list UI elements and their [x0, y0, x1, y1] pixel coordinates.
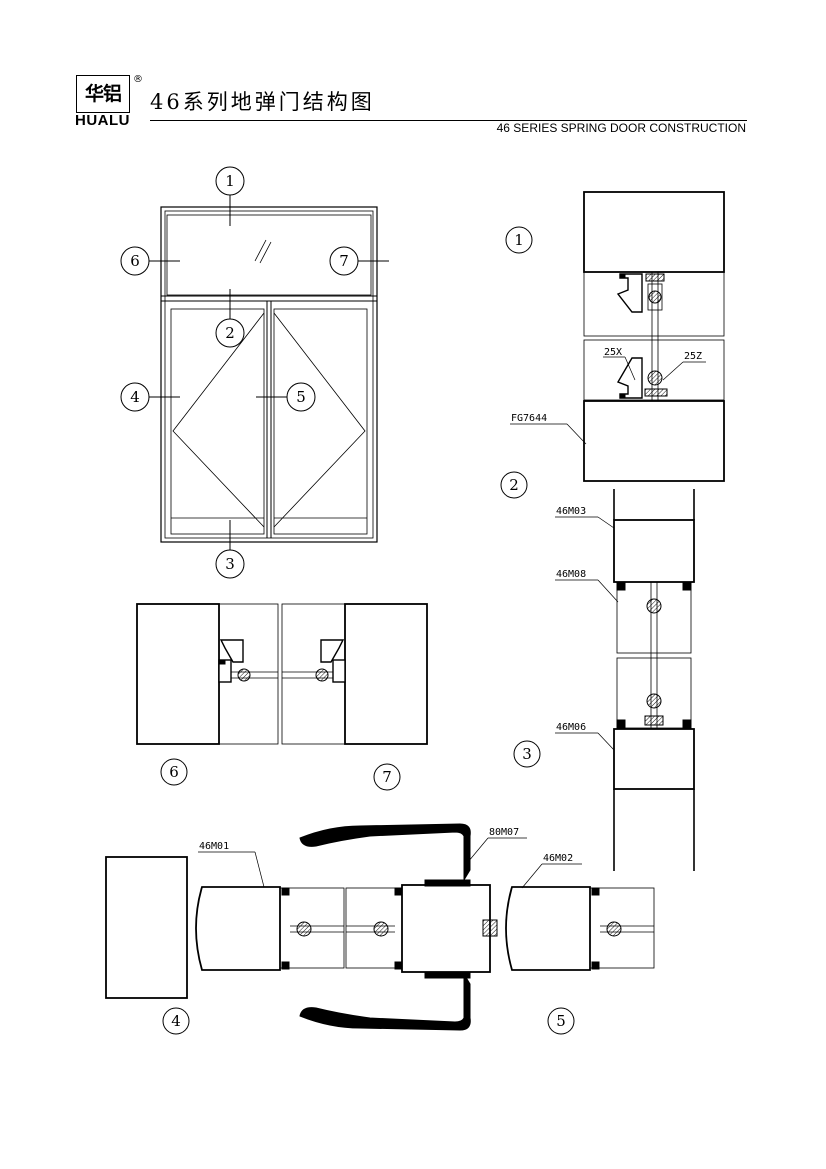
logo-text: HUALU	[75, 112, 130, 129]
callout-7: 7	[339, 252, 349, 270]
part-label-fg7644: FG7644	[511, 413, 547, 424]
registered-mark: ®	[133, 74, 143, 85]
hualu-logo: 华铝	[76, 75, 130, 113]
callout-4: 4	[130, 388, 140, 406]
section-label-4: 4	[171, 1012, 181, 1030]
callout-1: 1	[225, 172, 235, 190]
part-label-46m06: 46M06	[556, 722, 586, 733]
header-rule	[150, 120, 747, 121]
section-label-2: 2	[509, 476, 519, 494]
part-label-46m03: 46M03	[556, 506, 586, 517]
section-label-7: 7	[382, 768, 392, 786]
part-label-46m01: 46M01	[199, 841, 229, 852]
part-label-46m02: 46M02	[543, 853, 573, 864]
part-label-80m07: 80M07	[489, 827, 519, 838]
callout-3: 3	[225, 555, 235, 573]
section-label-1: 1	[514, 231, 524, 249]
section-transom	[500, 191, 725, 499]
section-label-6: 6	[169, 763, 179, 781]
callout-5: 5	[296, 388, 306, 406]
section-meeting-stiles	[105, 823, 655, 1035]
callout-2: 2	[225, 324, 235, 342]
part-label-46m08: 46M08	[556, 569, 586, 580]
page-subtitle: 46 SERIES SPRING DOOR CONSTRUCTION	[496, 121, 746, 135]
door-elevation	[120, 166, 389, 579]
section-vertical	[513, 489, 695, 871]
part-label-25x: 25X	[604, 347, 622, 358]
logo-glyph: 华铝	[84, 82, 122, 105]
section-label-5: 5	[556, 1012, 566, 1030]
callout-6: 6	[130, 252, 140, 270]
page-title: 46系列地弹门结构图	[150, 90, 375, 114]
section-side-jambs	[136, 603, 428, 791]
section-label-3: 3	[522, 745, 532, 763]
part-label-25z: 25Z	[684, 351, 702, 362]
